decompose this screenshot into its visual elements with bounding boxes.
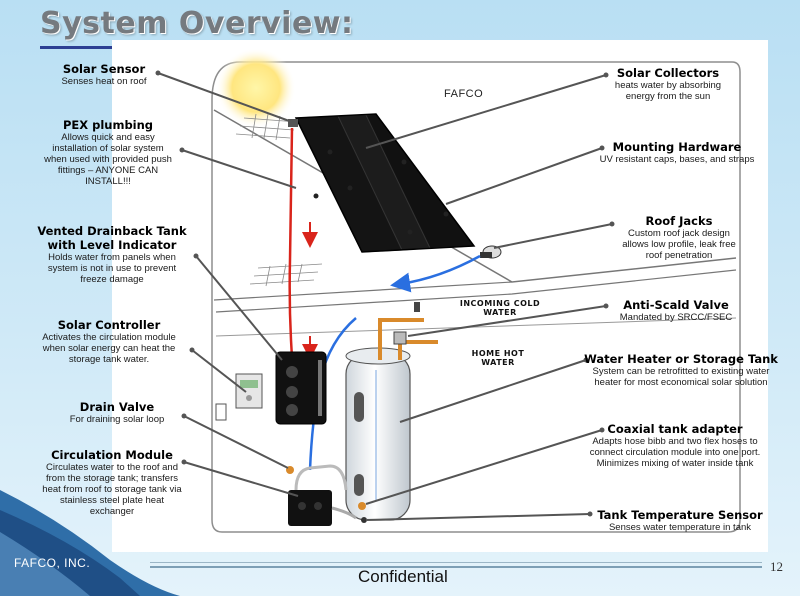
callout-desc: Mandated by SRCC/FSEC	[619, 312, 733, 323]
callout-desc: Holds water from panels when system is n…	[47, 252, 177, 285]
callout-title: Drain Valve	[79, 400, 155, 414]
incoming-cold-water-label: INCOMING COLD WATER	[459, 299, 541, 317]
cold-pipe	[390, 254, 481, 293]
controller-icon	[235, 373, 263, 409]
footer-confidential: Confidential	[358, 567, 448, 586]
wall-line	[215, 317, 737, 337]
callout-title: Coaxial tank adapter	[607, 422, 743, 436]
footer-company: FAFCO, INC.	[14, 556, 91, 570]
callout-tank-temp-sensor: Tank Temperature Sensor Senses water tem…	[588, 508, 772, 533]
leader-lines-right	[365, 74, 613, 521]
callout-desc: heats water by absorbing energy from the…	[614, 80, 722, 102]
callout-pex-plumbing: PEX plumbing Allows quick and easy insta…	[26, 118, 190, 187]
drainback-tank-icon	[275, 351, 327, 425]
roof-jack-icon	[480, 245, 502, 259]
callout-title: PEX plumbing	[62, 118, 154, 132]
callout-title: Solar Collectors	[616, 66, 720, 80]
sun-icon	[216, 48, 296, 128]
callout-roof-jacks: Roof Jacks Custom roof jack design allow…	[604, 214, 754, 261]
callout-desc: Adapts hose bibb and two flex hoses to c…	[589, 436, 761, 469]
callout-title: Tank Temperature Sensor	[597, 508, 763, 522]
solar-sensor-icon	[288, 119, 298, 127]
callout-desc: Custom roof jack design allows low profi…	[622, 228, 736, 261]
callout-desc: Senses water temperature in tank	[608, 522, 752, 533]
shutoff-handle-icon	[414, 302, 420, 312]
anti-scald-valve-icon	[393, 331, 407, 345]
callout-title: Mounting Hardware	[612, 140, 742, 154]
callout-desc: For draining solar loop	[69, 414, 165, 425]
outlet-icon	[215, 403, 227, 421]
callout-anti-scald-valve: Anti-Scald Valve Mandated by SRCC/FSEC	[604, 298, 748, 323]
footer-wave	[0, 490, 180, 596]
hot-pipe	[288, 127, 294, 359]
roof-eave	[213, 281, 513, 301]
callout-mounting-hardware: Mounting Hardware UV resistant caps, bas…	[584, 140, 770, 165]
callout-title: Solar Controller	[57, 318, 161, 332]
solar-collector-icon	[294, 113, 476, 253]
house-outline	[211, 61, 741, 533]
callout-desc: Senses heat on roof	[61, 76, 147, 87]
page-number: 12	[770, 559, 783, 574]
callout-desc: Circulates water to the roof and from th…	[42, 462, 182, 517]
callout-desc: UV resistant caps, bases, and straps	[599, 154, 755, 165]
home-hot-water-label: HOME HOT WATER	[471, 349, 525, 367]
slide-title: System Overview:	[40, 6, 354, 41]
callout-solar-sensor: Solar Sensor Senses heat on roof	[44, 62, 164, 87]
callout-drain-valve: Drain Valve For draining solar loop	[52, 400, 182, 425]
storage-tank-icon	[345, 347, 411, 521]
callout-circulation-module: Circulation Module Circulates water to t…	[22, 448, 202, 517]
callout-desc: System can be retrofitted to existing wa…	[592, 366, 770, 388]
callout-solar-collectors: Solar Collectors heats water by absorbin…	[598, 66, 738, 102]
eave-underside	[215, 269, 737, 313]
coaxial-adapter-icon	[358, 502, 366, 510]
diagram-brand: FAFCO	[444, 88, 484, 100]
callout-title: Circulation Module	[51, 448, 173, 462]
callout-title: Solar Sensor	[62, 62, 146, 76]
callout-water-heater: Water Heater or Storage Tank System can …	[572, 352, 790, 388]
circulation-module-icon	[288, 464, 348, 526]
callout-title: Roof Jacks	[645, 214, 713, 228]
tank-sensor-icon	[361, 517, 367, 523]
callout-drainback-tank: Vented Drainback Tank with Level Indicat…	[24, 224, 200, 285]
callout-title: Anti-Scald Valve	[623, 298, 729, 312]
footer-rule	[150, 562, 762, 563]
callout-solar-controller: Solar Controller Activates the circulati…	[22, 318, 196, 365]
flex-hose	[331, 506, 357, 520]
leader-lines-left	[157, 72, 299, 497]
leader-dots	[155, 70, 615, 517]
callout-coaxial-adapter: Coaxial tank adapter Adapts hose bibb an…	[572, 422, 778, 469]
footer-rule	[150, 566, 762, 568]
callout-desc: Allows quick and easy installation of so…	[44, 132, 172, 187]
callout-title: Vented Drainback Tank with Level Indicat…	[37, 224, 187, 252]
callout-title: Water Heater or Storage Tank	[584, 352, 778, 366]
callout-desc: Activates the circulation module when so…	[42, 332, 176, 365]
